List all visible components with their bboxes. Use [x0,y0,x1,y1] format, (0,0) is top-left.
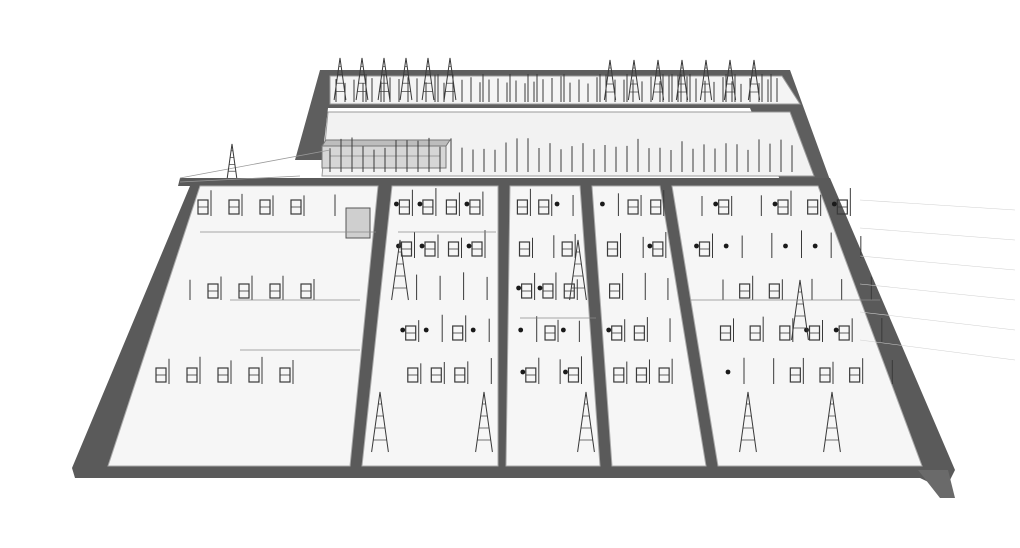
feeder-line [859,339,1016,361]
lattice-tower [443,57,457,101]
breaker-dot [725,369,731,375]
breaker-dot [812,243,818,249]
breaker-dot [600,201,605,207]
yard-pad-5 [671,185,923,467]
lattice-tower [651,59,665,101]
breaker-dot [563,369,568,375]
breaker-dot [466,243,472,249]
lattice-tower [627,59,641,101]
yard-pad-2 [361,185,499,467]
lattice-tower [421,57,435,101]
breaker-dot [464,201,470,207]
lattice-tower [603,59,617,101]
breaker-dot [518,327,524,333]
feeder-line [859,199,1016,211]
lattice-tower [747,59,761,101]
feeder-line [859,283,1016,301]
lattice-tower [577,391,595,453]
lattice-tower [739,391,757,453]
equipment-layer [155,57,1016,453]
breaker-dot [537,285,543,291]
lattice-tower [823,391,841,453]
breaker-dot [694,243,699,249]
lattice-tower [333,57,347,101]
breaker-dot [713,201,719,207]
lattice-tower [475,391,493,453]
lattice-tower [377,57,391,101]
breaker-dot [831,201,837,207]
lattice-tower [399,57,413,101]
feeder-line [859,311,1016,331]
transformer-block [345,207,371,239]
breaker-dot [606,327,612,333]
breaker-dot [516,285,521,291]
breaker-dot [833,327,839,333]
breaker-dot [647,243,653,249]
lattice-tower [569,239,587,301]
breaker-dot [772,201,778,207]
yard-pad-1 [107,185,379,467]
lattice-tower [355,57,369,101]
feeder-line [859,255,1016,271]
lattice-tower [699,59,713,101]
lattice-tower [371,391,389,453]
lattice-tower [675,59,689,101]
entrance-road [918,470,955,498]
breaker-dot [419,243,425,249]
breaker-dot [560,327,566,333]
lattice-tower [791,279,809,341]
breaker-dot [423,327,429,333]
breaker-dot [470,327,476,333]
feeder-line [859,227,1016,241]
breaker-dot [554,201,560,207]
breaker-dot [520,369,526,375]
overhead-line [179,149,331,179]
breaker-dot [417,201,423,207]
lattice-tower [723,59,737,101]
lattice-tower [226,143,238,179]
breaker-dot [394,201,399,207]
overhead-line [179,175,301,183]
lattice-tower [391,239,409,301]
breaker-dot [783,243,788,249]
breaker-dot [400,327,406,333]
breaker-dot [723,243,729,249]
